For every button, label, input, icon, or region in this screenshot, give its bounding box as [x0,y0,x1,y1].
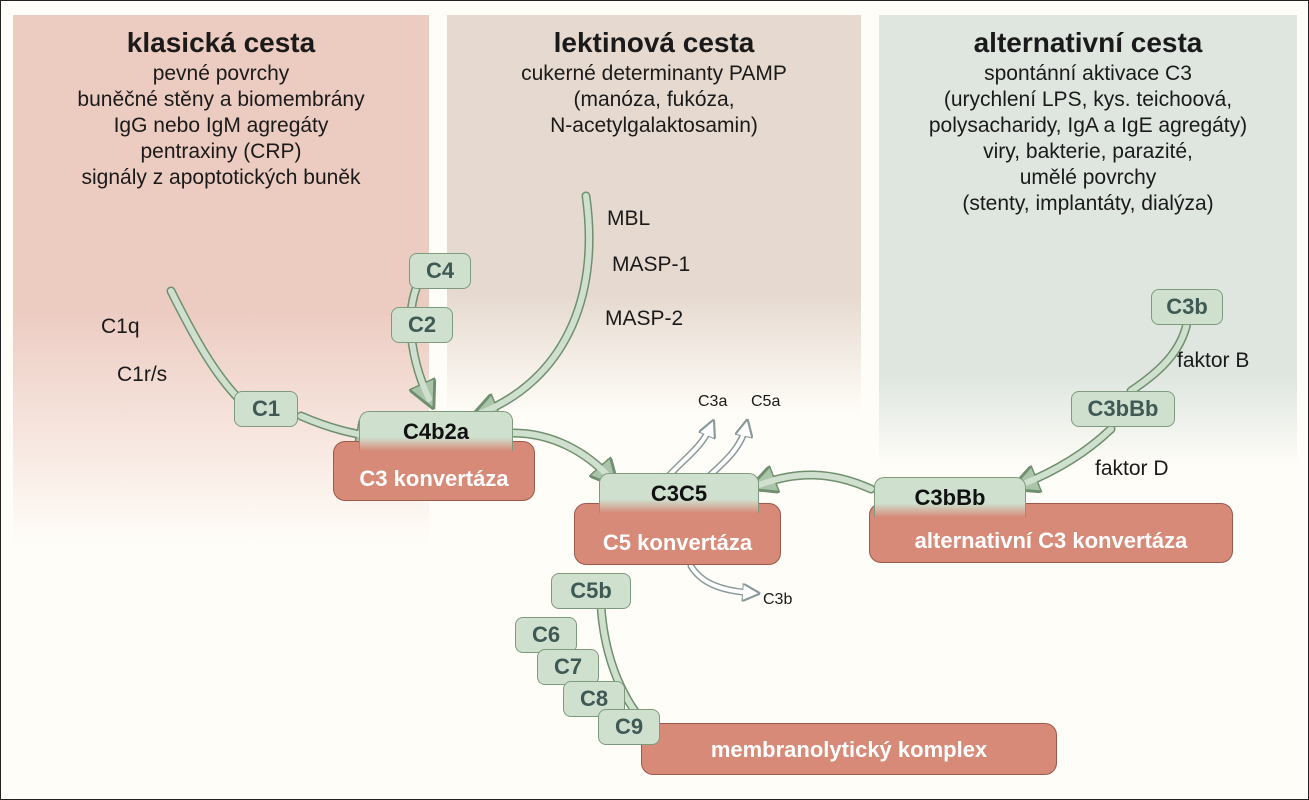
arrow-c3b-to-c3bbb [1128,320,1190,394]
c1rs-label: C1r/s [117,363,168,386]
arrow-alt-to-c3c5 [756,471,874,492]
classic-line: pevné povrchy [152,62,290,85]
c3b-released-label: C3b [763,591,793,608]
lectin-pathway-text: lektinová cesta cukerné determinanty PAM… [447,27,861,139]
alternative-line: (stenty, implantáty, dialýza) [962,192,1214,215]
arrow-c1q-to-c1 [168,288,244,404]
c4b2a-complex: C4b2a [359,411,513,451]
membranolytic-complex-box: membranolytický komplex [641,723,1057,775]
c1-node: C1 [234,391,298,427]
alternative-pathway-title: alternativní cesta [973,27,1203,58]
c9-node: C9 [598,709,660,745]
lectin-line: (manóza, fukóza, [573,88,735,111]
c7-node: C7 [537,649,599,685]
classic-pathway-title: klasická cesta [126,27,316,58]
c4-node: C4 [409,253,471,289]
classic-line: signály z apoptotických buněk [81,166,361,189]
alternative-line: umělé povrchy [1019,166,1157,189]
masp2-label: MASP-2 [605,307,684,330]
c5-convertase-box: C5 konvertáza [574,503,781,565]
c3a-label: C3a [698,393,728,410]
c1q-label: C1q [101,315,140,338]
c3-convertase-box: C3 konvertáza [333,441,535,501]
c2-node: C2 [391,307,453,343]
arrow-release-c3b [689,564,755,595]
c3c5-complex: C3C5 [599,473,759,513]
alternative-line: polysacharidy, IgA a IgE agregáty) [928,114,1248,137]
mbl-label: MBL [607,207,651,230]
alternative-c3-convertase-box: alternativní C3 konvertáza [869,503,1233,563]
c3bbb-complex: C3bBb [874,477,1026,517]
lectin-pathway-panel [447,15,861,415]
c5a-label: C5a [751,393,781,410]
classic-line: pentraxiny (CRP) [140,140,302,163]
alternative-line: spontánní aktivace C3 [984,62,1192,85]
arrow-mbl-to-c4b2a [478,193,593,416]
lectin-line: N-acetylgalaktosamin) [550,114,758,137]
alternative-pathway-text: alternativní cesta spontánní aktivace C3… [879,27,1297,217]
alternative-line: (urychlení LPS, kys. teichoová, [943,88,1233,111]
lectin-line: cukerné determinanty PAMP [521,62,787,85]
arrow-c3bbb-to-alt-complex [1018,426,1114,488]
classic-line: IgG nebo IgM agregáty [113,114,329,137]
faktor-d-label: faktor D [1095,457,1169,480]
classic-pathway-text: klasická cesta pevné povrchy buněčné stě… [13,27,429,191]
c6-node: C6 [515,617,577,653]
c3b-node: C3b [1151,289,1223,325]
arrow-c4b2a-to-c3c5 [510,430,614,482]
masp1-label: MASP-1 [612,253,691,276]
classic-line: buněčné stěny a biomembrány [77,88,365,111]
lectin-pathway-title: lektinová cesta [553,27,755,58]
c5b-node: C5b [551,573,631,609]
c3bbb-node: C3bBb [1071,391,1175,427]
alternative-line: viry, bakterie, parazité, [983,140,1193,163]
arrow-c4c2-to-c4b2a [407,278,432,402]
faktor-b-label: faktor B [1177,349,1250,372]
